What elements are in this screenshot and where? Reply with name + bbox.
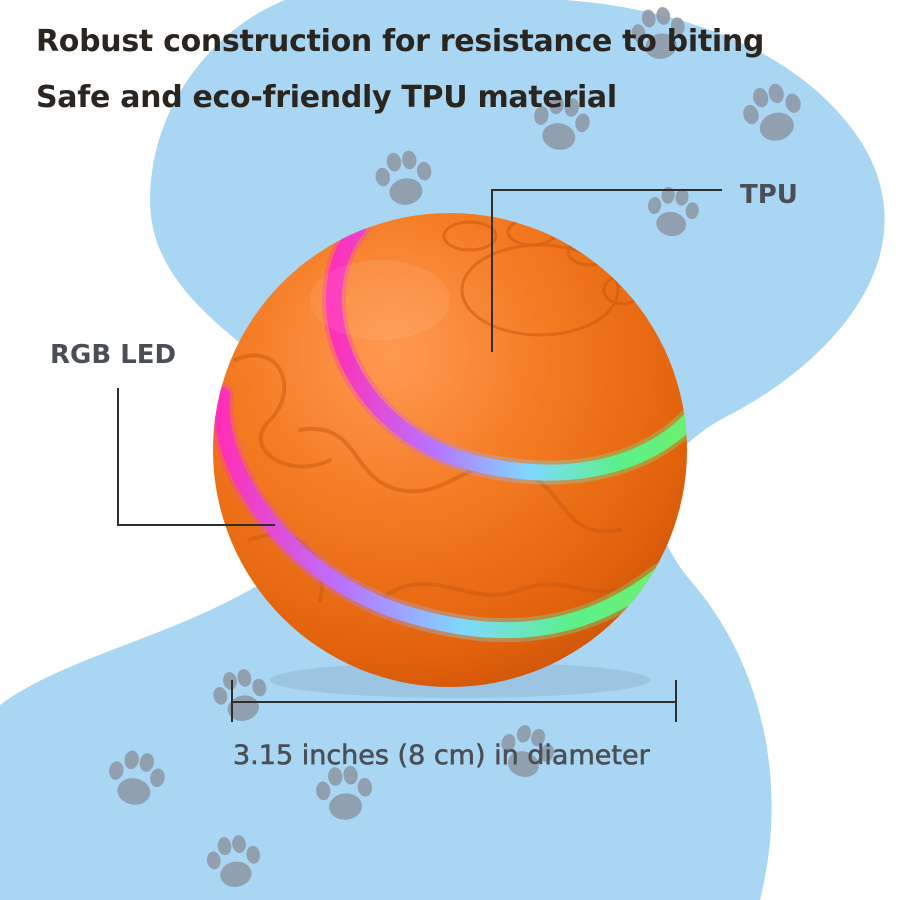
led-callout-label: RGB LED bbox=[50, 340, 177, 370]
tpu-pointer-line bbox=[491, 189, 722, 352]
headline-material: Safe and eco-friendly TPU material bbox=[36, 80, 617, 115]
led-pointer-line bbox=[117, 388, 275, 526]
material-callout-label: TPU bbox=[740, 180, 798, 210]
ball-toy bbox=[213, 213, 687, 698]
diameter-callout-label: 3.15 inches (8 cm) in diameter bbox=[233, 740, 650, 772]
callout-lines bbox=[117, 189, 722, 722]
headline-durability: Robust construction for resistance to bi… bbox=[36, 24, 765, 59]
rgb-led-rings bbox=[213, 216, 687, 643]
diameter-dimension-line bbox=[231, 680, 677, 722]
